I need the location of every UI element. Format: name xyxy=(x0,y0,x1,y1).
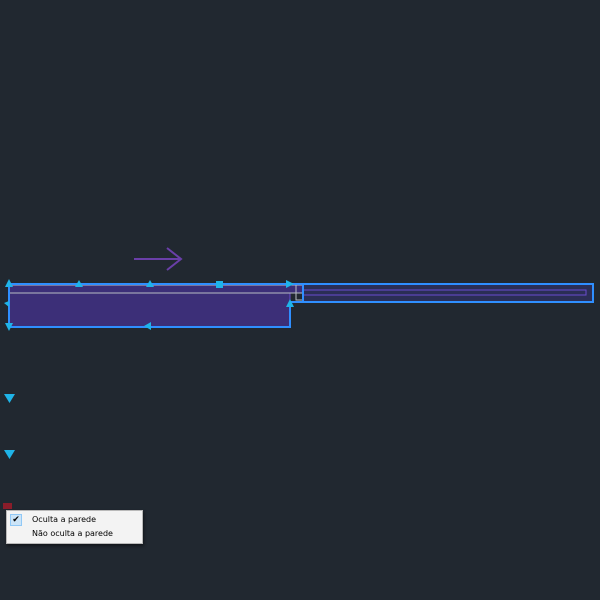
wall-left-fill[interactable] xyxy=(8,292,291,328)
direction-arrow-icon xyxy=(134,247,183,271)
menu-item-oculta-a-parede[interactable]: ✔ Oculta a parede xyxy=(7,513,142,527)
grip-triangle-icon[interactable] xyxy=(286,280,294,288)
grip-triangle-icon[interactable] xyxy=(5,323,13,331)
grip-triangle-icon[interactable] xyxy=(4,450,15,459)
menu-item-label: Oculta a parede xyxy=(32,515,97,524)
grip-square-icon[interactable] xyxy=(216,281,223,288)
grip-triangle-icon[interactable] xyxy=(4,394,15,403)
grip-triangle-icon[interactable] xyxy=(144,322,151,330)
grip-triangle-icon[interactable] xyxy=(286,299,294,307)
grip-triangle-icon[interactable] xyxy=(4,301,9,307)
context-menu: ✔ Oculta a parede Não oculta a parede xyxy=(6,510,143,544)
wall-right[interactable] xyxy=(302,283,594,303)
wall-right-inner-line xyxy=(303,289,587,296)
hover-marker xyxy=(3,503,12,509)
grip-triangle-icon[interactable] xyxy=(5,279,13,287)
menu-item-nao-oculta-a-parede[interactable]: Não oculta a parede xyxy=(7,527,142,541)
grip-triangle-icon[interactable] xyxy=(75,280,83,287)
grip-triangle-icon[interactable] xyxy=(146,280,154,287)
wall-top-strip[interactable] xyxy=(8,284,304,294)
checkmark-icon: ✔ xyxy=(10,514,22,526)
menu-item-label: Não oculta a parede xyxy=(32,529,113,538)
